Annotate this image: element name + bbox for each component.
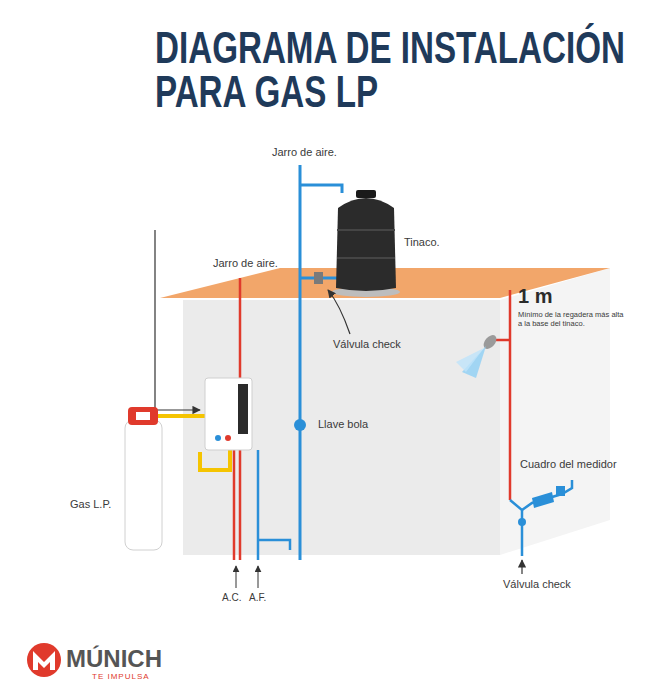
tank-rib [337,229,395,231]
heater-knob [225,435,231,441]
dimension: 1 m [518,285,552,308]
hot-water-pipe [233,450,236,560]
tank [336,198,396,291]
gas-tank-valve [136,412,150,420]
heater-knob [215,435,221,441]
water-heater [205,378,252,450]
pipe-label: A.C. [222,592,241,604]
part-label: Tinaco. [404,236,440,249]
house-front [183,300,500,555]
part-label: Válvula check [333,338,401,351]
meter-valve [556,486,565,496]
ball-valve [294,419,306,431]
meter-pipe [510,500,522,556]
gas-pipe [200,452,230,470]
cold-water-pipe [258,540,290,550]
gas-tank [125,420,162,550]
part-label: Cuadro del medidor [520,458,617,471]
note: Mínimo de la regadera más alta a la base… [518,310,628,328]
leader-line [521,560,522,574]
heater-panel [238,384,248,434]
pipe-label: A.F. [249,592,266,604]
pipe-label: Jarro de aire. [272,146,337,159]
pointer-arrow [155,230,200,410]
logo-m [33,651,55,670]
shower-spray [456,348,484,372]
leader-line [258,566,259,588]
diagram-title: DIAGRAMA DE INSTALACIÓN PARA GAS LP [155,26,627,114]
check-valve [518,518,526,526]
part-label: Gas L.P. [70,498,111,511]
part-label: Llave bola [318,418,368,431]
air-vent-pipe [300,185,342,193]
part-label: Válvula check [503,578,571,591]
logo-mark [27,643,61,677]
meter [532,492,554,508]
pipe-label: Jarro de aire. [213,257,278,270]
main-cold-pipe [299,165,302,560]
shower-pipe [509,290,512,500]
gas-tank-cap [128,407,158,425]
leader-line [328,290,350,334]
brand-name: MÚNICH [66,645,162,673]
tank-lid [356,190,376,198]
brand-slogan: TE IMPULSA [92,672,150,681]
tank-rib [337,257,395,259]
leader-line [236,566,237,588]
meter-pipe [522,480,572,510]
check-valve [314,272,323,284]
cold-water-pipe [257,450,260,560]
